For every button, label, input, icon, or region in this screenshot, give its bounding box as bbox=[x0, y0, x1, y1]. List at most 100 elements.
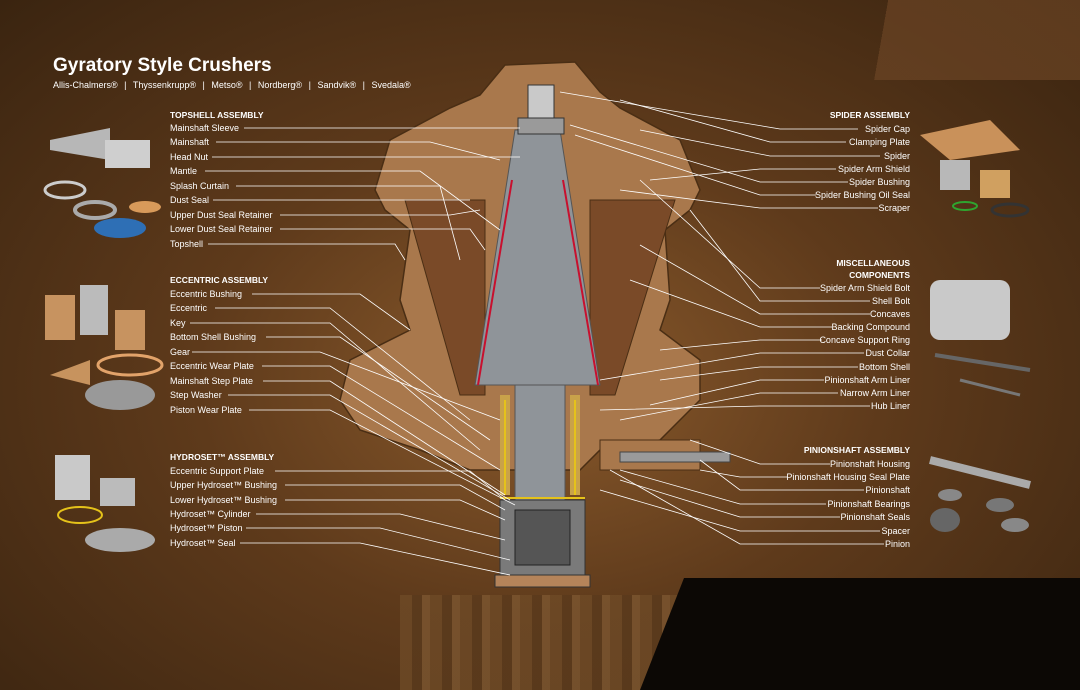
head-nut bbox=[517, 117, 565, 135]
label-dust-collar: Dust Collar bbox=[865, 348, 910, 358]
label-upper-hydroset-bushing: Upper Hydroset™ Bushing bbox=[170, 480, 278, 490]
leader-line bbox=[275, 470, 506, 501]
leader-line bbox=[256, 513, 506, 541]
leader-line bbox=[216, 141, 501, 161]
label-piston-wear-plate: Piston Wear Plate bbox=[170, 405, 242, 415]
leader-line bbox=[629, 279, 832, 328]
label-hydroset-seal: Hydroset™ Seal bbox=[170, 538, 236, 548]
spider-cap bbox=[527, 84, 555, 122]
leader-line bbox=[689, 209, 870, 302]
label-spider-arm-shield-bolt: Spider Arm Shield Bolt bbox=[819, 283, 910, 293]
leader-line bbox=[619, 189, 878, 209]
pinionshaft-section-title: PINIONSHAFT ASSEMBLY bbox=[803, 445, 910, 455]
label-hub-liner: Hub Liner bbox=[870, 401, 910, 411]
label-spider-cap: Spider Cap bbox=[864, 124, 910, 134]
pinionshaft bbox=[619, 451, 731, 463]
leader-line bbox=[285, 484, 506, 511]
label-pinionshaft-housing: Pinionshaft Housing bbox=[829, 459, 910, 469]
label-clamping-plate: Clamping Plate bbox=[848, 137, 910, 147]
label-head-nut: Head Nut bbox=[170, 152, 209, 162]
label-pinionshaft-housing-seal-plate: Pinionshaft Housing Seal Plate bbox=[786, 472, 910, 482]
leader-line bbox=[609, 469, 884, 545]
leader-line bbox=[649, 379, 824, 406]
label-pinionshaft-arm-liner: Pinionshaft Arm Liner bbox=[824, 375, 910, 385]
leader-line bbox=[659, 366, 858, 381]
label-key: Key bbox=[170, 318, 186, 328]
leader-line bbox=[559, 91, 858, 130]
leader-line bbox=[599, 405, 870, 411]
mantle-red-right bbox=[562, 179, 599, 386]
pinionshaft-parts-thumb bbox=[929, 456, 1031, 532]
label-concaves: Concaves bbox=[869, 309, 910, 319]
mainshaft-lower bbox=[514, 384, 566, 501]
leader-line bbox=[699, 459, 864, 491]
spider-section-title: SPIDER ASSEMBLY bbox=[829, 110, 910, 120]
leader-line bbox=[246, 527, 511, 561]
page-title: Gyratory Style Crushers bbox=[53, 55, 272, 76]
leader-line bbox=[569, 124, 848, 183]
label-narrow-arm-liner: Narrow Arm Liner bbox=[839, 388, 910, 398]
label-eccentric-bushing: Eccentric Bushing bbox=[170, 289, 243, 299]
leader-line bbox=[240, 542, 511, 576]
leader-line bbox=[249, 409, 516, 506]
leader-line bbox=[699, 469, 788, 478]
topshell-section-title: TOPSHELL ASSEMBLY bbox=[170, 110, 264, 120]
hydroset-section-title: HYDROSET™ ASSEMBLY bbox=[170, 452, 275, 462]
leader-line bbox=[639, 244, 870, 315]
label-spider-bushing: Spider Bushing bbox=[848, 177, 910, 187]
leader-line bbox=[266, 336, 491, 441]
topshell-parts-thumb bbox=[43, 128, 161, 238]
leader-line bbox=[262, 365, 501, 471]
label-pinion: Pinion bbox=[884, 539, 910, 549]
leader-line bbox=[619, 479, 840, 518]
hydroset-base bbox=[494, 574, 591, 588]
hydroset-parts-thumb bbox=[55, 455, 155, 552]
label-mainshaft: Mainshaft bbox=[170, 137, 210, 147]
label-eccentric-support-plate: Eccentric Support Plate bbox=[170, 466, 265, 476]
label-gear: Gear bbox=[170, 347, 191, 357]
label-mainshaft-sleeve: Mainshaft Sleeve bbox=[170, 123, 240, 133]
label-hydroset-cylinder: Hydroset™ Cylinder bbox=[170, 509, 251, 519]
label-backing-compound: Backing Compound bbox=[831, 322, 910, 332]
leader-line bbox=[599, 489, 880, 532]
leader-line bbox=[649, 168, 836, 181]
leader-line bbox=[228, 394, 511, 501]
brand-metso: Metso® bbox=[211, 80, 243, 90]
leader-line bbox=[215, 307, 471, 421]
label-lower-dust-seal-retainer: Lower Dust Seal Retainer bbox=[170, 224, 273, 234]
misc-section-title-line1: MISCELLANEOUS bbox=[836, 258, 910, 268]
leader-line bbox=[619, 99, 846, 143]
hydroset-piston bbox=[514, 509, 571, 566]
spider-parts-thumb bbox=[920, 120, 1030, 218]
brand-separator: | bbox=[362, 80, 365, 90]
label-spider-bushing-oil-seal: Spider Bushing Oil Seal bbox=[814, 190, 910, 200]
leader-line bbox=[639, 129, 880, 157]
leader-line bbox=[205, 170, 501, 231]
leader-line bbox=[190, 322, 481, 451]
leader-line bbox=[280, 228, 486, 251]
brand-thyssenkrupp: Thyssenkrupp® bbox=[132, 80, 197, 90]
label-pinionshaft-seals: Pinionshaft Seals bbox=[840, 512, 910, 522]
label-lower-hydroset-bushing: Lower Hydroset™ Bushing bbox=[170, 495, 278, 505]
concave-liner-right bbox=[589, 199, 676, 396]
leader-line bbox=[263, 380, 506, 496]
label-shell-bolt: Shell Bolt bbox=[871, 296, 910, 306]
label-eccentric: Eccentric bbox=[170, 303, 208, 313]
leader-line bbox=[599, 352, 864, 381]
brand-svedala: Svedala® bbox=[371, 80, 411, 90]
leader-line bbox=[574, 134, 816, 196]
leader-line bbox=[659, 339, 822, 351]
label-pinionshaft: Pinionshaft bbox=[865, 485, 910, 495]
label-spider-arm-shield: Spider Arm Shield bbox=[837, 164, 910, 174]
leader-line bbox=[285, 499, 506, 521]
brand-separator: | bbox=[124, 80, 127, 90]
mantle-red-left bbox=[477, 179, 513, 386]
leader-line bbox=[689, 439, 830, 465]
label-bottom-shell-bushing: Bottom Shell Bushing bbox=[170, 332, 257, 342]
label-concave-support-ring: Concave Support Ring bbox=[819, 335, 910, 345]
eccentric-section-title: ECCENTRIC ASSEMBLY bbox=[170, 275, 269, 285]
leader-line bbox=[639, 179, 820, 289]
leader-line bbox=[208, 243, 406, 261]
label-topshell: Topshell bbox=[170, 239, 204, 249]
